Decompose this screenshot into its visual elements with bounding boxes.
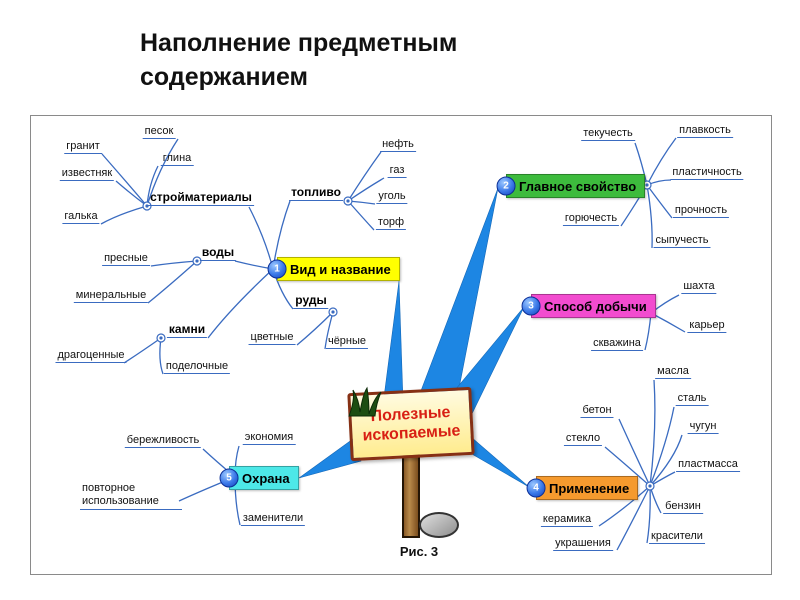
sign-post: [402, 448, 420, 538]
topic-5-label: Охрана: [242, 470, 290, 486]
node-benzin: бензин: [663, 500, 703, 514]
node-kamni: камни: [166, 322, 208, 338]
node-podelochnye: поделочные: [163, 360, 231, 374]
node-goryuchest: горючесть: [562, 212, 620, 226]
topic-glavnoe-svojstvo: 2 Главное свойство: [496, 174, 646, 198]
node-krasiteli: красители: [649, 530, 705, 544]
node-vody: воды: [199, 245, 237, 261]
node-rudy: руды: [293, 293, 329, 309]
node-glina: глина: [160, 152, 194, 166]
central-signpost: Полезные ископаемые: [347, 386, 479, 538]
topic-2-number-badge: 2: [496, 176, 516, 196]
node-torf: торф: [375, 216, 407, 230]
topic-vid-i-nazvanie: 1 Вид и название: [267, 257, 400, 281]
topic-ohrana: 5 Охрана: [219, 466, 299, 490]
node-beton: бетон: [580, 404, 614, 418]
node-plastmassa: пластмасса: [676, 458, 740, 472]
node-tekuchest: текучесть: [581, 127, 635, 141]
topic-5-number-badge: 5: [219, 468, 239, 488]
node-berezhlivost: бережливость: [124, 434, 202, 448]
node-ekonomiya: экономия: [242, 431, 296, 445]
node-pesok: песок: [142, 125, 176, 139]
node-karyer: карьер: [687, 319, 727, 333]
slide-title-line1: Наполнение предметным: [140, 29, 458, 57]
topic-2-label: Главное свойство: [519, 178, 637, 194]
node-stal: сталь: [675, 392, 709, 406]
node-sypuchest: сыпучесть: [653, 234, 711, 248]
node-gaz: газ: [387, 164, 407, 178]
node-povtornoe-ispolzovanie: повторное использование: [80, 482, 182, 510]
node-stroymaterialy: стройматериалы: [148, 190, 254, 206]
node-plavkost: плавкость: [677, 124, 733, 138]
node-ugol: уголь: [376, 190, 408, 204]
node-shakhta: шахта: [681, 280, 717, 294]
node-masla: масла: [655, 365, 691, 379]
topic-4-label: Применение: [549, 480, 630, 496]
node-neft: нефть: [380, 138, 416, 152]
figure-caption: Рис. 3: [399, 544, 439, 559]
mindmap-figure: стройматериалы топливо воды камни руды г…: [30, 115, 772, 575]
node-izvestnyak: известняк: [59, 167, 115, 181]
central-topic-line2: ископаемые: [362, 422, 461, 445]
node-prochnost: прочность: [672, 204, 730, 218]
topic-3-number-badge: 3: [521, 296, 541, 316]
topic-3-label: Способ добычи: [544, 298, 647, 314]
slide-title: Наполнение предметным содержанием: [140, 26, 457, 94]
node-keramika: керамика: [540, 513, 594, 527]
node-dragotsennye: драгоценные: [55, 349, 127, 363]
node-plastichnost: пластичность: [670, 166, 744, 180]
node-zameniteli: заменители: [240, 512, 306, 526]
topic-sposob-dobychi: 3 Способ добычи: [521, 294, 656, 318]
topic-1-label: Вид и название: [290, 261, 391, 277]
topic-primenenie: 4 Применение: [526, 476, 639, 500]
slide-title-line2: содержанием: [140, 63, 309, 91]
node-galka: галька: [62, 210, 100, 224]
node-chyornye: чёрные: [325, 335, 369, 349]
grass-icon: [348, 386, 382, 417]
topic-4-number-badge: 4: [526, 478, 546, 498]
node-steklo: стекло: [563, 432, 603, 446]
node-skvazhina: скважина: [591, 337, 643, 351]
node-chugun: чугун: [687, 420, 719, 434]
topic-1-number-badge: 1: [267, 259, 287, 279]
node-mineralnye: минеральные: [73, 289, 149, 303]
node-presnye: пресные: [102, 252, 150, 266]
node-granit: гранит: [64, 140, 102, 154]
node-toplivo: топливо: [289, 185, 343, 201]
rock-icon: [419, 512, 459, 538]
node-ukrasheniya: украшения: [553, 537, 613, 551]
node-tsvetnye: цветные: [248, 331, 296, 345]
